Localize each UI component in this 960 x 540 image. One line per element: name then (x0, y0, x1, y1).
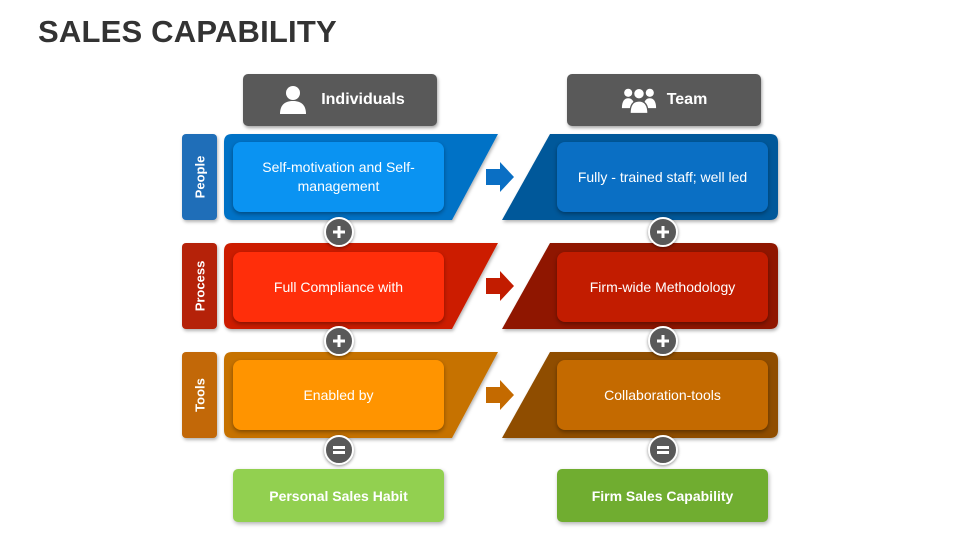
row-label-tools: Tools (182, 352, 217, 438)
plus-icon (324, 217, 354, 247)
column-header-label: Individuals (321, 91, 405, 108)
row-label-people: People (182, 134, 217, 220)
arrow-right-icon (486, 271, 514, 301)
plus-icon (648, 217, 678, 247)
individuals-tools-box: Enabled by (233, 360, 444, 430)
column-header-individuals: Individuals (243, 74, 437, 126)
plus-icon (648, 326, 678, 356)
arrow-right-icon (486, 380, 514, 410)
team-process-box: Firm-wide Methodology (557, 252, 768, 322)
column-header-label: Team (666, 91, 708, 108)
individuals-process-box: Full Compliance with (233, 252, 444, 322)
plus-icon (324, 326, 354, 356)
row-label-process: Process (182, 243, 217, 329)
team-tools-box: Collaboration-tools (557, 360, 768, 430)
person-icon (275, 82, 311, 118)
equals-icon (324, 435, 354, 465)
equals-icon (648, 435, 678, 465)
group-icon (621, 82, 657, 118)
result-firm-sales-capability: Firm Sales Capability (557, 469, 768, 522)
column-header-team: Team (567, 74, 761, 126)
result-personal-sales-habit: Personal Sales Habit (233, 469, 444, 522)
team-people-box: Fully - trained staff; well led (557, 142, 768, 212)
individuals-people-box: Self-motivation and Self-management (233, 142, 444, 212)
page-title: SALES CAPABILITY (38, 14, 337, 49)
arrow-right-icon (486, 162, 514, 192)
